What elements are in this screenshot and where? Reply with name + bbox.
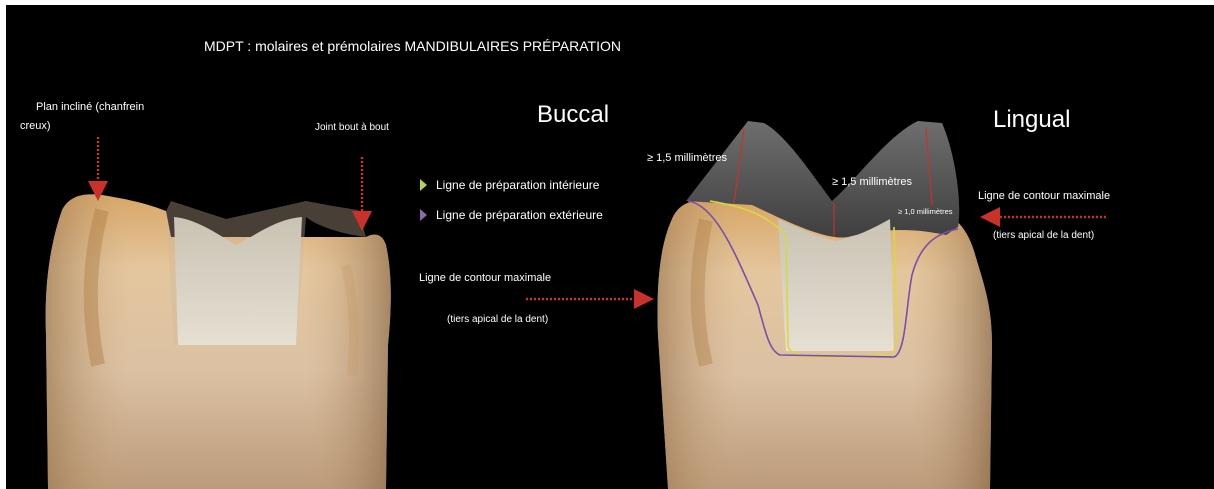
lingual-tooth [658, 121, 992, 489]
plan-incline-label: Plan incliné (chanfrein [36, 101, 144, 113]
diagram-canvas: MDPT : molaires et prémolaires MANDIBULA… [6, 5, 1214, 489]
legend-inner-label: Ligne de préparation intérieure [436, 178, 599, 192]
diagram-title: MDPT : molaires et prémolaires MANDIBULA… [204, 38, 621, 54]
plan-incline-label-2: creux) [20, 120, 51, 132]
dim-center-label: ≥ 1,5 millimètres [832, 176, 912, 188]
contour-right-line2: (tiers apical de la dent) [993, 230, 1094, 241]
joint-label: Joint bout à bout [315, 122, 389, 133]
contour-middle-line1: Ligne de contour maximale [419, 272, 551, 284]
dim-left-label: ≥ 1,5 millimètres [647, 152, 727, 164]
contour-right-line1: Ligne de contour maximale [978, 190, 1110, 202]
lingual-heading: Lingual [993, 106, 1070, 134]
teeth-illustration [6, 5, 1214, 489]
legend-outer-label: Ligne de préparation extérieure [436, 208, 603, 222]
buccal-heading: Buccal [537, 101, 609, 129]
legend-inner: Ligne de préparation intérieure [420, 178, 599, 192]
legend-outer-marker-icon [420, 209, 427, 221]
legend-outer: Ligne de préparation extérieure [420, 208, 603, 222]
buccal-tooth [46, 194, 391, 489]
contour-middle-line2: (tiers apical de la dent) [447, 314, 548, 325]
legend-inner-marker-icon [420, 179, 427, 191]
dim-small-label: ≥ 1,0 millimètres [898, 207, 953, 216]
